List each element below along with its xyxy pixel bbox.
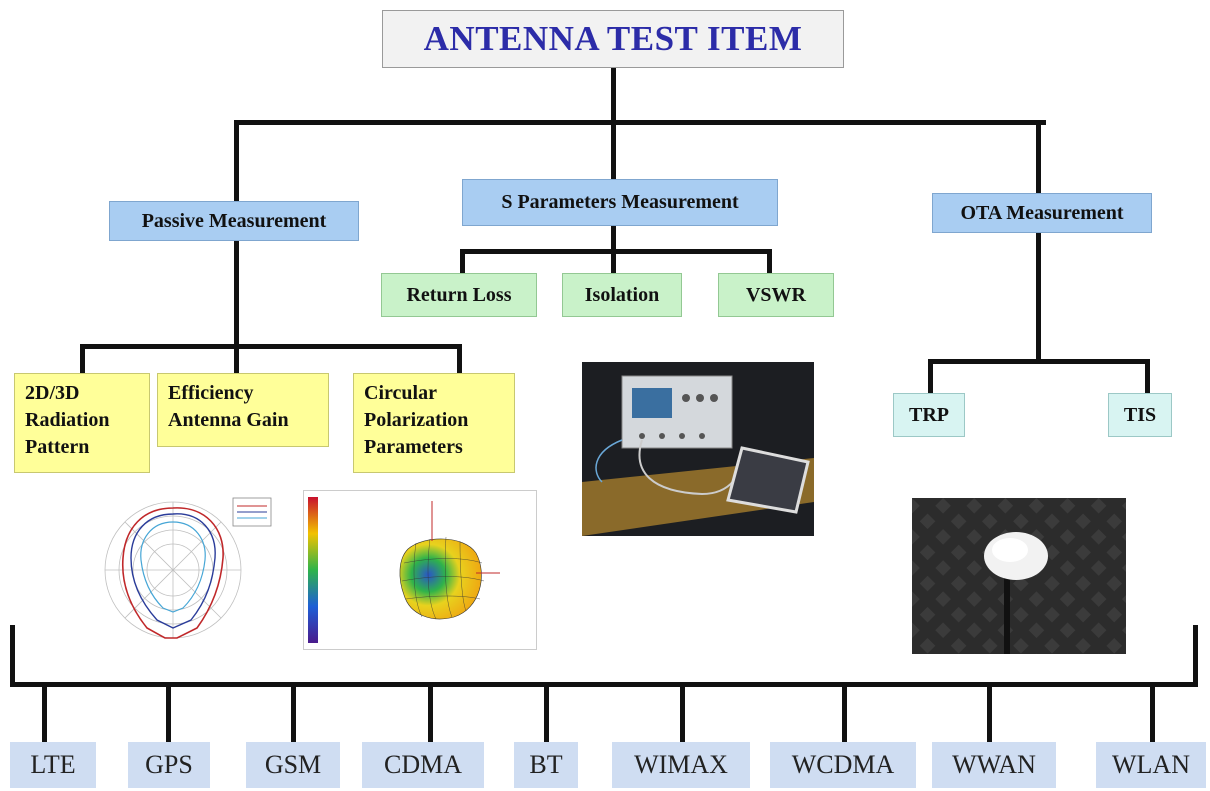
standard-bt: BT xyxy=(514,742,578,788)
sparams-stem xyxy=(611,226,616,254)
standard-wwan: WWAN xyxy=(932,742,1056,788)
std-drop xyxy=(680,682,685,742)
standard-cdma: CDMA xyxy=(362,742,484,788)
vswr-box: VSWR xyxy=(718,273,834,317)
circular-polarization-line2: Polarization xyxy=(364,409,469,431)
ota-chamber-photo xyxy=(912,498,1126,654)
passive-drop-1 xyxy=(80,344,85,374)
passive-drop-2 xyxy=(234,344,239,374)
trp-box: TRP xyxy=(893,393,965,437)
drop-passive xyxy=(234,120,239,202)
tis-box: TIS xyxy=(1108,393,1172,437)
bottom-bus xyxy=(10,682,1198,687)
standard-gps: GPS xyxy=(128,742,210,788)
passive-stem xyxy=(234,240,239,349)
std-drop xyxy=(987,682,992,742)
passive-bus xyxy=(80,344,462,349)
top-bus xyxy=(234,120,1046,125)
network-analyzer-photo xyxy=(582,362,814,536)
ota-measurement-box: OTA Measurement xyxy=(932,193,1152,233)
diagram-title: ANTENNA TEST ITEM xyxy=(382,10,844,68)
standard-wcdma: WCDMA xyxy=(770,742,916,788)
std-drop xyxy=(544,682,549,742)
ota-drop-2 xyxy=(1145,359,1150,393)
circular-polarization-line3: Parameters xyxy=(364,436,463,458)
return-loss-box: Return Loss xyxy=(381,273,537,317)
sparams-drop-3 xyxy=(767,249,772,275)
ota-drop-1 xyxy=(928,359,933,393)
bottom-left-riser xyxy=(10,625,15,687)
efficiency-gain-line1: Efficiency xyxy=(168,382,254,404)
radiation-pattern-line2: Radiation xyxy=(25,409,110,431)
sparams-drop-1 xyxy=(460,249,465,275)
std-drop xyxy=(291,682,296,742)
std-drop xyxy=(428,682,433,742)
sparams-drop-2 xyxy=(611,249,616,275)
radiation-pattern-box: 2D/3D Radiation Pattern xyxy=(14,373,150,473)
standard-wlan: WLAN xyxy=(1096,742,1206,788)
3d-radiation-pattern-plot xyxy=(303,490,537,650)
efficiency-gain-box: Efficiency Antenna Gain xyxy=(157,373,329,447)
std-drop xyxy=(42,682,47,742)
drop-ota xyxy=(1036,120,1041,194)
std-drop xyxy=(1150,682,1155,742)
radiation-pattern-line3: Pattern xyxy=(25,436,90,458)
standard-wimax: WIMAX xyxy=(612,742,750,788)
isolation-box: Isolation xyxy=(562,273,682,317)
bottom-right-riser xyxy=(1193,625,1198,687)
drop-sparams xyxy=(611,120,616,180)
std-drop xyxy=(166,682,171,742)
title-stem xyxy=(611,68,616,126)
standard-gsm: GSM xyxy=(246,742,340,788)
sparams-bus xyxy=(460,249,772,254)
passive-drop-3 xyxy=(457,344,462,374)
circular-polarization-line1: Circular xyxy=(364,382,437,404)
standard-lte: LTE xyxy=(10,742,96,788)
ota-stem xyxy=(1036,232,1041,364)
radiation-pattern-polar-plot xyxy=(65,488,283,646)
ota-bus xyxy=(928,359,1150,364)
s-parameters-measurement-box: S Parameters Measurement xyxy=(462,179,778,226)
efficiency-gain-line2: Antenna Gain xyxy=(168,409,289,431)
radiation-pattern-line1: 2D/3D xyxy=(25,382,80,404)
std-drop xyxy=(842,682,847,742)
passive-measurement-box: Passive Measurement xyxy=(109,201,359,241)
circular-polarization-box: Circular Polarization Parameters xyxy=(353,373,515,473)
